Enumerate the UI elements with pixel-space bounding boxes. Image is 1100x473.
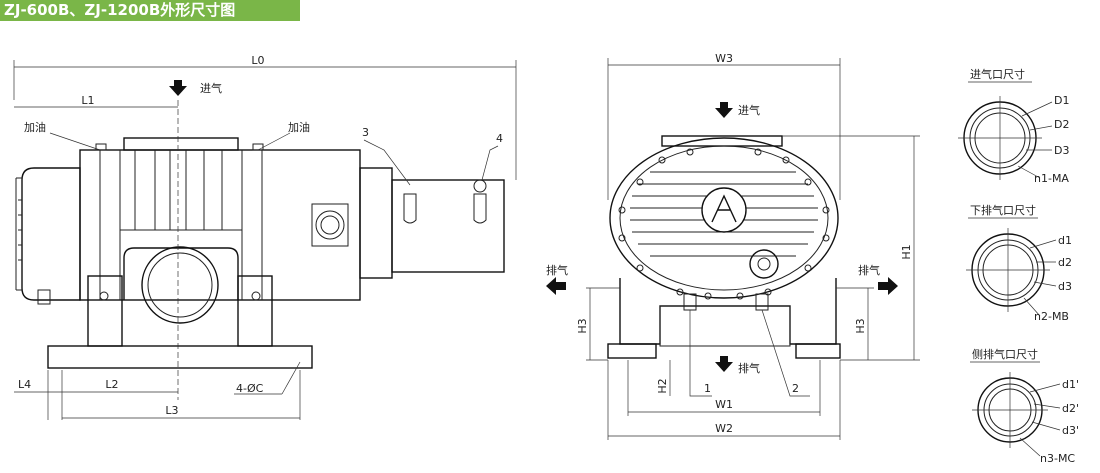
front-view: L0 L1 进气 加油 加油 — [13, 54, 517, 420]
flange-inlet-title: 进气口尺寸 — [970, 67, 1025, 81]
flange-inlet-label-2: D2 — [1054, 118, 1069, 131]
dim-L4: L4 — [18, 378, 31, 391]
inlet-arrow-side-icon — [715, 102, 733, 118]
outlet-arrow-right-icon — [878, 277, 898, 295]
callout-3: 3 — [362, 126, 369, 139]
flange-bottom-label-2: d2 — [1058, 256, 1072, 269]
flange-inlet-label-3: D3 — [1054, 144, 1069, 157]
outlet-arrow-bottom-icon — [715, 356, 733, 372]
outlet-label-bottom: 排气 — [738, 361, 760, 375]
dim-L3: L3 — [165, 404, 178, 417]
dim-W2: W2 — [715, 422, 733, 435]
oil-label-left: 加油 — [24, 120, 46, 134]
bolt-holes — [618, 148, 830, 300]
flange-side-label-3: d3' — [1062, 424, 1079, 437]
dim-W3: W3 — [715, 52, 733, 65]
flange-bottom-label-1: d1 — [1058, 234, 1072, 247]
dim-L0: L0 — [251, 54, 264, 67]
inlet-label-side: 进气 — [738, 103, 760, 117]
callout-1: 1 — [704, 382, 711, 395]
flange-bottom-label-3: d3 — [1058, 280, 1072, 293]
flange-bottom-outlet: 下排气口尺寸 d1 d2 d3 n2-MB — [966, 203, 1072, 323]
callout-4: 4 — [496, 132, 503, 145]
flange-side-label-1: d1' — [1062, 378, 1079, 391]
callout-2: 2 — [792, 382, 799, 395]
flange-side-label-2: d2' — [1062, 402, 1079, 415]
flange-bottom-label-4: n2-MB — [1034, 310, 1069, 323]
outlet-label-right: 排气 — [858, 263, 880, 277]
outlet-label-left: 排气 — [546, 263, 568, 277]
flange-side-label-4: n3-MC — [1040, 452, 1075, 465]
flange-side-outlet: 侧排气口尺寸 d1' d2' d3' n3-MC — [970, 347, 1079, 465]
flange-inlet-label-1: D1 — [1054, 94, 1069, 107]
dim-H2: H2 — [656, 378, 669, 393]
page-title: ZJ-600B、ZJ-1200B外形尺寸图 — [4, 1, 236, 19]
flange-inlet: 进气口尺寸 D1 D2 D3 n1-MA — [958, 67, 1069, 185]
outlet-arrow-left-icon — [546, 277, 566, 295]
flange-bottom-title: 下排气口尺寸 — [970, 203, 1036, 217]
dim-W1: W1 — [715, 398, 733, 411]
dim-H1: H1 — [900, 244, 913, 259]
inlet-label-front: 进气 — [200, 81, 222, 95]
dim-H3-left: H3 — [576, 318, 589, 333]
dim-H3-right: H3 — [854, 318, 867, 333]
title-banner: ZJ-600B、ZJ-1200B外形尺寸图 — [0, 0, 300, 21]
oil-label-right: 加油 — [288, 120, 310, 134]
dim-L2: L2 — [105, 378, 118, 391]
dim-L1: L1 — [81, 94, 94, 107]
dim-holes: 4-ØC — [236, 382, 264, 395]
logo-mark-icon — [711, 194, 737, 223]
side-view: W3 进气 — [546, 52, 920, 440]
inlet-arrow-icon — [169, 80, 187, 96]
flange-inlet-label-4: n1-MA — [1034, 172, 1069, 185]
flange-side-title: 侧排气口尺寸 — [972, 347, 1038, 361]
